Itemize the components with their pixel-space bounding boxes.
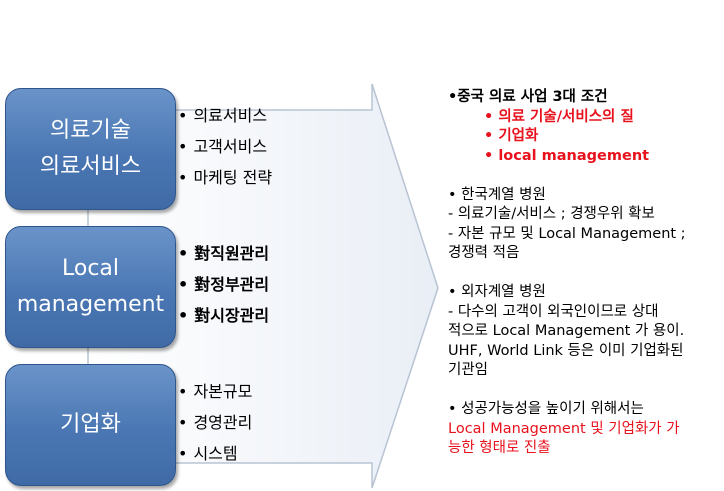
list-item: 對정부관리	[178, 269, 269, 300]
foreign-hospital-line: 적으로 Local Management 가 용이.	[448, 323, 685, 339]
korean-hospital-line: 경쟁력 적음	[448, 245, 520, 261]
list-item: 경영관리	[178, 407, 252, 438]
list-item: 시스템	[178, 438, 252, 469]
condition-item: local management	[448, 147, 720, 167]
condition-item: 기업화	[448, 127, 720, 147]
list-item: 자본규모	[178, 376, 252, 407]
list-medical-items: 의료서비스 고객서비스 마케팅 전략	[178, 100, 272, 193]
korean-hospital-line: - 의료기술/서비스 ; 경쟁우위 확보	[448, 206, 655, 222]
list-item: 고객서비스	[178, 131, 272, 162]
box-label: 의료기술	[50, 118, 131, 143]
success-highlight-line: Local Management 및 기업화가 가	[448, 420, 680, 437]
list-item: 對시장관리	[178, 300, 269, 331]
foreign-hospital-heading: • 외자계열 병원	[448, 284, 546, 300]
success-heading: • 성공가능성을 높이기 위해서는	[448, 401, 644, 417]
list-corporatization-items: 자본규모 경영관리 시스템	[178, 376, 252, 469]
list-item: 의료서비스	[178, 100, 272, 131]
box-label: Local	[61, 256, 120, 281]
list-item: 對직원관리	[178, 238, 269, 269]
foreign-hospital-line: 기관임	[448, 362, 489, 378]
box-label: management	[16, 292, 165, 317]
box-local-management: Local management	[5, 226, 176, 348]
list-item: 마케팅 전략	[178, 162, 272, 193]
box-medical-tech-service: 의료기술 의료서비스	[5, 88, 176, 210]
list-management-items: 對직원관리 對정부관리 對시장관리	[178, 238, 269, 331]
korean-hospital-line: - 자본 규모 및 Local Management ;	[448, 225, 686, 242]
condition-item: 의료 기술/서비스의 질	[448, 108, 720, 128]
box-label: 기업화	[60, 412, 121, 437]
foreign-hospital-line: UHF, World Link 등은 이미 기업화된	[448, 342, 684, 359]
success-highlight-line: 능한 형태로 진출	[448, 440, 551, 456]
foreign-hospital-line: - 다수의 고객이 외국인이므로 상대	[448, 303, 659, 320]
box-label: 의료서비스	[39, 154, 142, 179]
korean-hospital-heading: • 한국계열 병원	[448, 186, 546, 203]
box-corporatization: 기업화	[5, 364, 176, 486]
conditions-panel: •중국 의료 사업 3대 조건 의료 기술/서비스의 질 기업화 local m…	[448, 88, 720, 459]
panel-title: •중국 의료 사업 3대 조건	[448, 89, 608, 105]
